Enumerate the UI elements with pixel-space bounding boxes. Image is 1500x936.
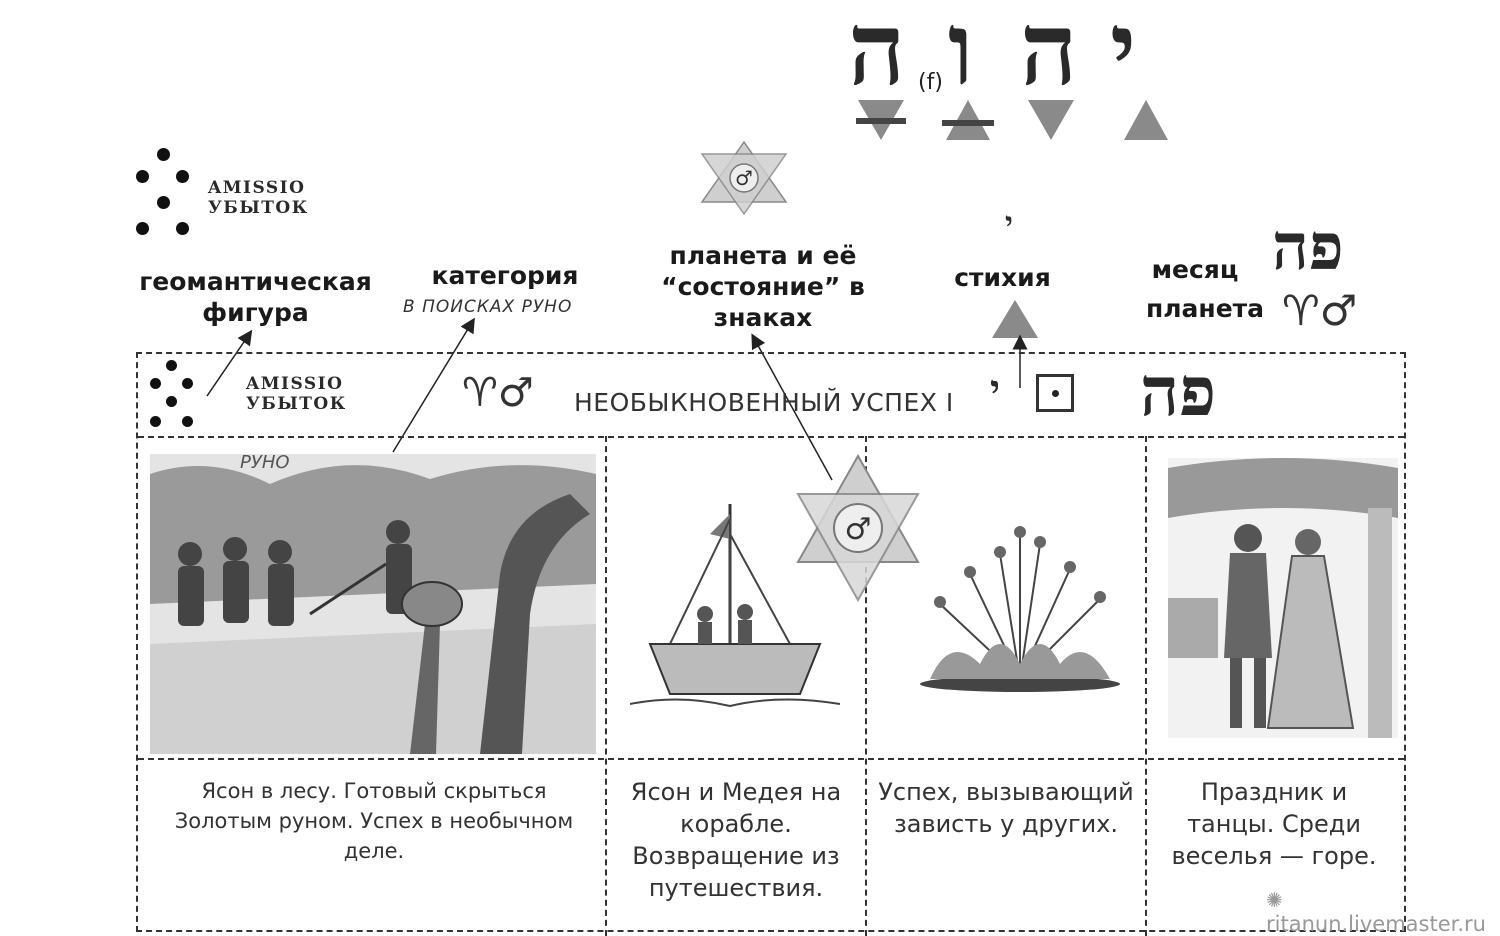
illustration-label: РУНО bbox=[240, 454, 290, 473]
sun-icon: ✺ bbox=[1266, 888, 1283, 912]
legend-figure-name: AMISSIO УБЫТОК bbox=[208, 178, 309, 218]
card-element-letter: י bbox=[990, 366, 1000, 411]
illustration-jason-forest: РУНО bbox=[150, 454, 596, 754]
fire-triangle-icon bbox=[992, 300, 1038, 338]
card-header: AMISSIO УБЫТОК ♈♂ НЕОБЫКНОВЕННЫЙ УСПЕХ I… bbox=[138, 352, 1404, 436]
figure-dot bbox=[150, 416, 161, 427]
figure-dot bbox=[136, 222, 149, 235]
card-figure-name-latin: AMISSIO bbox=[246, 374, 344, 394]
card-sign-glyphs: ♈♂ bbox=[462, 370, 534, 416]
tarot-card: AMISSIO УБЫТОК ♈♂ НЕОБЫКНОВЕННЫЙ УСПЕХ I… bbox=[136, 352, 1406, 936]
figure-dot bbox=[182, 416, 193, 427]
label-planet: планета bbox=[1145, 294, 1265, 323]
column-divider bbox=[865, 436, 867, 936]
card-sun-square-icon bbox=[1036, 374, 1074, 412]
legend-geomantic-figure bbox=[130, 148, 200, 243]
legend-element-letter: י bbox=[1005, 206, 1013, 241]
element-triangles bbox=[856, 100, 1168, 140]
label-geomantic-figure: геомантическая фигура bbox=[139, 267, 372, 327]
figure-dot bbox=[166, 396, 177, 407]
hebrew-letter-yod: י bbox=[1110, 0, 1137, 108]
caption-2: Ясон и Медея на корабле. Возвращение из … bbox=[630, 778, 842, 902]
fire-triangle-icon bbox=[1124, 100, 1168, 140]
hebrew-letter-he: ה bbox=[1020, 0, 1078, 108]
image-divider bbox=[138, 758, 1404, 760]
illustration-feast bbox=[1168, 458, 1398, 738]
hexagram-star-icon: ♂ bbox=[700, 140, 788, 216]
tetragrammaton: ה (f) ו ה י bbox=[840, 0, 1180, 110]
figure-name-latin: AMISSIO bbox=[208, 178, 306, 198]
card-hexagram-star-icon: ♂ bbox=[796, 454, 920, 602]
card-figure-name: AMISSIO УБЫТОК bbox=[246, 374, 347, 414]
figure-name-ru: УБЫТОК bbox=[208, 198, 309, 218]
caption-1: Ясон в лесу. Готовый скрыться Золотым ру… bbox=[174, 779, 574, 863]
f-mark: (f) bbox=[918, 70, 943, 95]
hebrew-letter-he-final: ה bbox=[848, 0, 906, 108]
watermark-text: ritanun.livemaster.ru bbox=[1266, 912, 1486, 936]
earth-triangle-icon bbox=[856, 100, 906, 140]
svg-text:♂: ♂ bbox=[845, 512, 872, 547]
category-value: В ПОИСКАХ РУНО bbox=[403, 297, 573, 317]
label-month: месяц bbox=[1151, 255, 1239, 284]
illustration-flowers bbox=[920, 526, 1120, 692]
figure-dot bbox=[157, 196, 170, 209]
caption-4: Праздник и танцы. Среди веселья — горе. bbox=[1171, 778, 1377, 870]
air-triangle-icon bbox=[942, 100, 994, 140]
hebrew-letter-vav: ו bbox=[948, 0, 974, 108]
figure-dot bbox=[157, 148, 170, 161]
card-title: НЕОБЫКНОВЕННЫЙ УСПЕХ I bbox=[574, 388, 954, 417]
label-planet-state: планета и её “состояние” в знаках bbox=[661, 241, 865, 332]
figure-dot bbox=[176, 222, 189, 235]
column-divider bbox=[1145, 436, 1147, 936]
illustration-ship bbox=[630, 504, 840, 708]
figure-dot bbox=[136, 170, 149, 183]
figure-dot bbox=[150, 378, 161, 389]
figure-dot bbox=[176, 170, 189, 183]
card-hebrew-letters: פה bbox=[1140, 352, 1217, 432]
svg-text:♂: ♂ bbox=[735, 166, 753, 190]
column-divider bbox=[605, 436, 607, 936]
label-element: стихия bbox=[954, 263, 1051, 292]
legend-sign-glyphs: ♈♂ bbox=[1282, 286, 1358, 335]
card-figure-name-ru: УБЫТОК bbox=[246, 394, 347, 414]
water-triangle-icon bbox=[1028, 100, 1074, 140]
card-geomantic-figure bbox=[144, 358, 204, 430]
header-divider bbox=[138, 436, 1404, 438]
caption-3: Успех, вызывающий зависть у других. bbox=[878, 778, 1134, 838]
legend-month-letters: פה bbox=[1272, 210, 1344, 285]
figure-dot bbox=[182, 378, 193, 389]
figure-dot bbox=[166, 360, 177, 371]
label-category: категория bbox=[431, 261, 579, 290]
watermark: ✺ ritanun.livemaster.ru bbox=[1266, 888, 1500, 936]
